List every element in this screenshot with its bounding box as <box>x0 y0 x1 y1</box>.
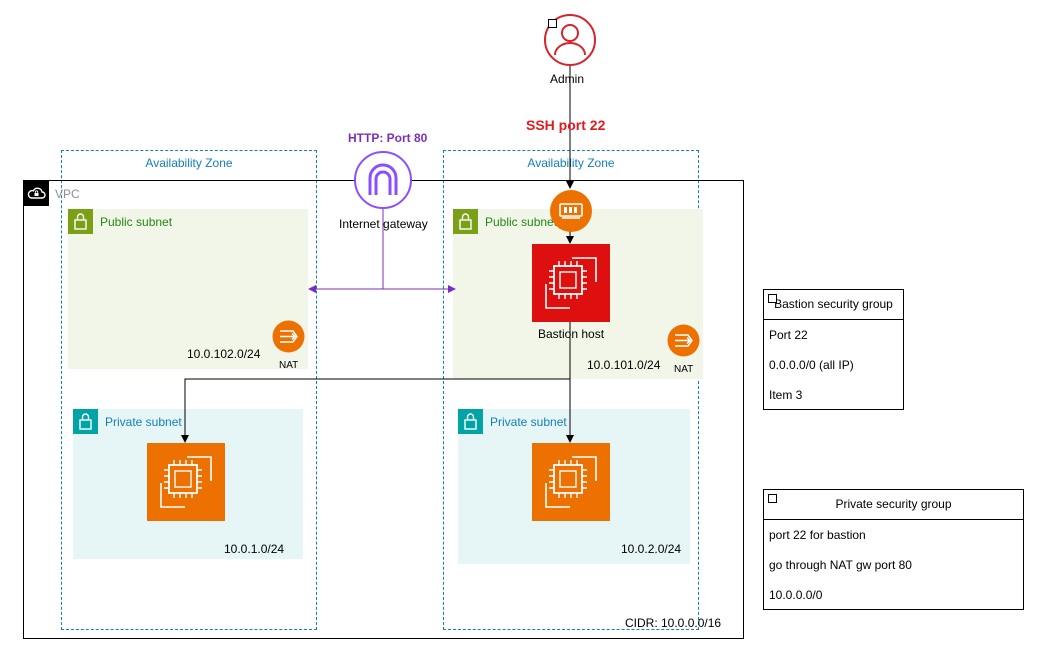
lock-icon <box>68 209 93 234</box>
admin-user-icon <box>543 13 597 67</box>
lock-icon <box>453 209 478 234</box>
admin-label: Admin <box>550 72 585 86</box>
lock-icon <box>458 409 483 434</box>
subnet-cidr: 10.0.1.0/24 <box>224 542 285 556</box>
bastion-host-label: Bastion host <box>538 327 605 341</box>
security-group-item: Port 22 <box>769 328 808 342</box>
collapse-icon[interactable] <box>548 19 557 28</box>
subnet-cidr: 10.0.101.0/24 <box>587 358 661 372</box>
security-group-item: go through NAT gw port 80 <box>769 558 912 572</box>
security-group-item: Item 3 <box>769 388 803 402</box>
nat-gateway-icon <box>272 320 305 353</box>
subnet-label: Public subnet <box>485 215 558 229</box>
subnet-label: Private subnet <box>490 415 567 429</box>
security-group-item: 10.0.0.0/0 <box>769 588 823 602</box>
security-group-item: port 22 for bastion <box>769 528 866 542</box>
lock-icon <box>73 409 98 434</box>
internet-gateway-label: Internet gateway <box>339 217 428 231</box>
public-subnet-left: Public subnet <box>68 209 308 369</box>
vpc-label: VPC <box>55 187 80 201</box>
private-subnet-left: Private subnet <box>73 409 303 559</box>
availability-zone-left: Availability Zone <box>61 150 317 630</box>
ssh-port-label: SSH port 22 <box>526 117 606 133</box>
internet-gateway-icon <box>353 150 413 210</box>
subnet-label: Private subnet <box>105 415 182 429</box>
nat-label: NAT <box>674 364 694 375</box>
bastion-to-private-left-line <box>181 378 570 443</box>
availability-zone-label: Availability Zone <box>527 156 615 170</box>
private-ec2-left-icon <box>147 443 225 521</box>
private-security-group: Private security group port 22 for basti… <box>763 489 1024 610</box>
subnet-cidr: 10.0.102.0/24 <box>187 347 261 361</box>
http-port-label: HTTP: Port 80 <box>348 131 428 145</box>
security-group-item: 0.0.0.0/0 (all IP) <box>769 358 854 372</box>
availability-zone-right: Availability Zone <box>443 150 699 630</box>
security-group-title: Bastion security group <box>764 290 903 320</box>
security-group-title-text: Private security group <box>835 497 952 511</box>
bastion-ec2-icon <box>532 244 610 322</box>
network-interface-icon <box>549 189 593 233</box>
bastion-security-group: Bastion security group Port 22 0.0.0.0/0… <box>763 289 904 410</box>
vpc-cloud-icon <box>24 181 49 206</box>
collapse-icon[interactable] <box>768 294 777 303</box>
availability-zone-label: Availability Zone <box>145 156 233 170</box>
security-group-title-text: Bastion security group <box>774 297 893 311</box>
vpc-cidr: CIDR: 10.0.0.0/16 <box>625 616 722 630</box>
subnet-cidr: 10.0.2.0/24 <box>621 542 682 556</box>
collapse-icon[interactable] <box>768 494 777 503</box>
subnet-label: Public subnet <box>100 215 173 229</box>
nat-label: NAT <box>279 360 299 371</box>
private-ec2-right-icon <box>532 443 610 521</box>
security-group-title: Private security group <box>764 490 1023 520</box>
nat-gateway-icon <box>667 324 700 357</box>
